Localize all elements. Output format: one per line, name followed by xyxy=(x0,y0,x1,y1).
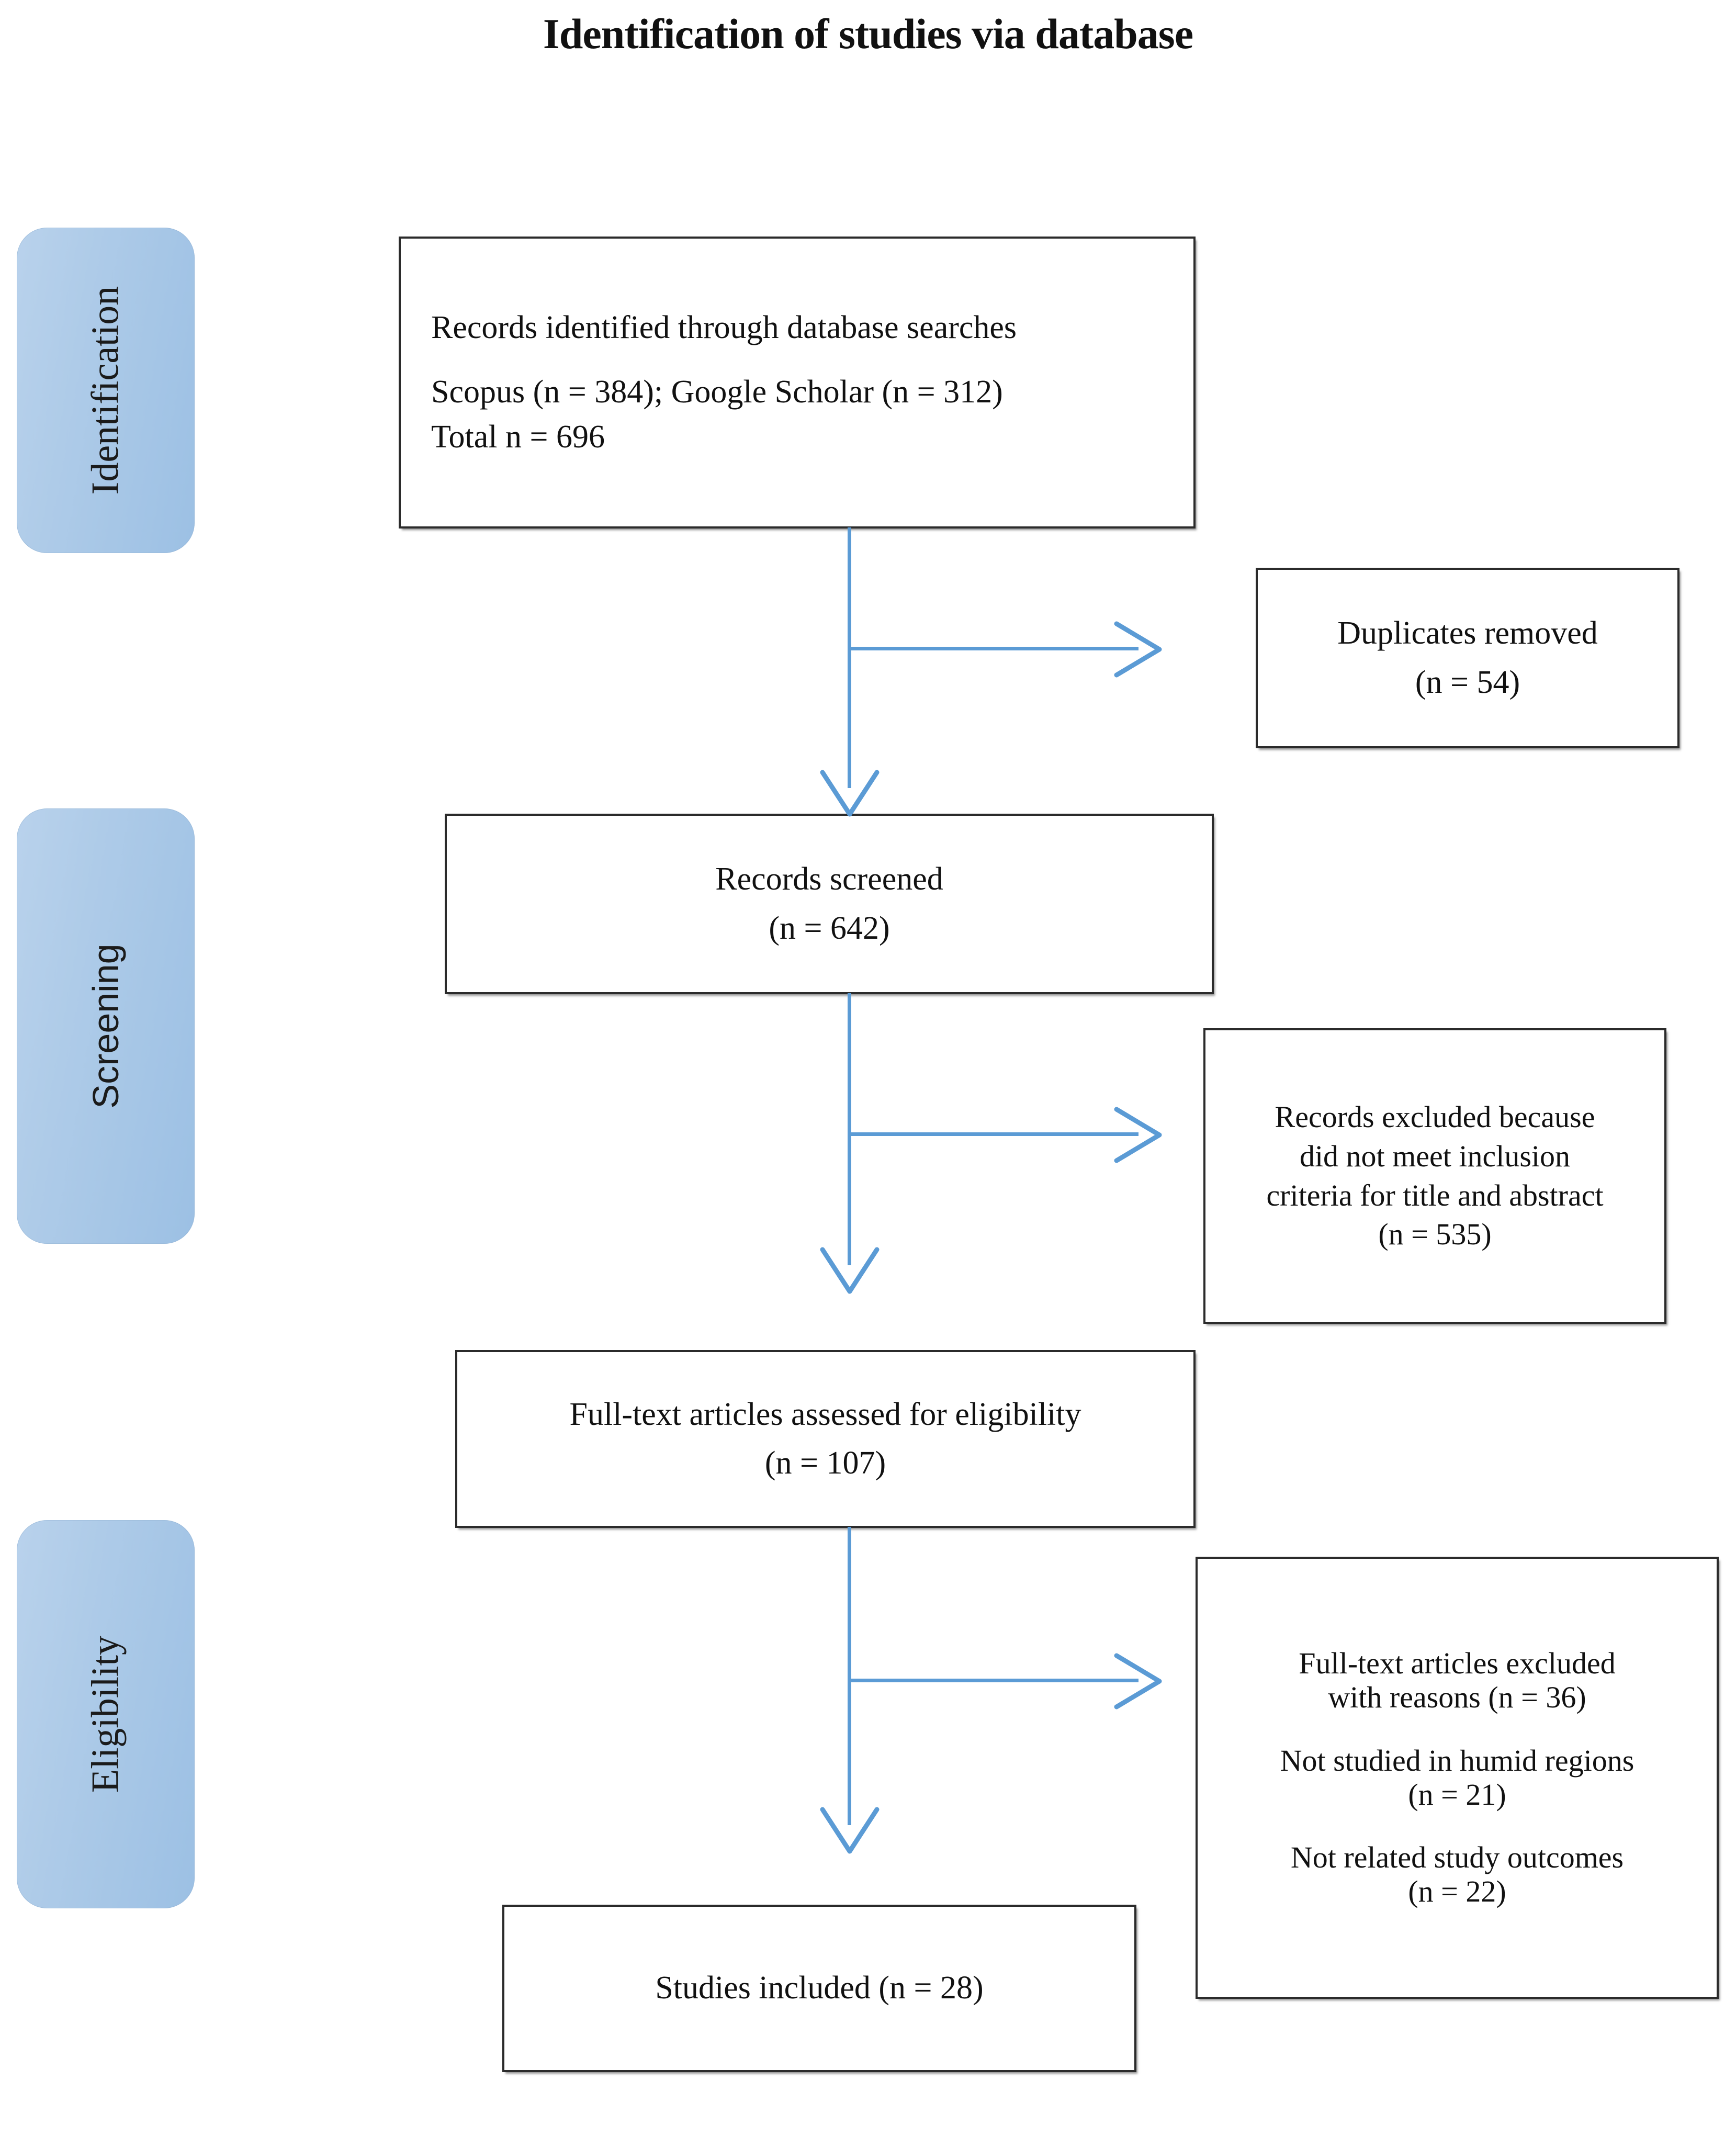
box-records-screened: Records screened (n = 642) xyxy=(445,814,1214,994)
connector-fulltext-to-reasons-line xyxy=(848,1679,1138,1682)
arrowhead-down-fulltext-to-included xyxy=(819,1806,880,1857)
fulltext-excluded-line-2: with reasons (n = 36) xyxy=(1328,1680,1586,1714)
records-screened-count: (n = 642) xyxy=(769,910,890,946)
records-screened-label: Records screened xyxy=(715,861,943,897)
stage-label-identification-text: Identification xyxy=(84,286,127,495)
stage-label-identification: Identification xyxy=(17,228,195,553)
box-fulltext-assessed: Full-text articles assessed for eligibil… xyxy=(455,1350,1196,1528)
arrowhead-right-fulltext-to-reasons xyxy=(1113,1652,1165,1710)
arrowhead-down-identified-to-screened xyxy=(819,769,880,819)
fulltext-assessed-label: Full-text articles assessed for eligibil… xyxy=(569,1396,1081,1432)
stage-label-eligibility-text: Eligibility xyxy=(84,1635,127,1793)
page-title: Identification of studies via database xyxy=(543,10,1193,58)
box-duplicates-removed: Duplicates removed (n = 54) xyxy=(1256,568,1679,748)
reason-humid-regions-count: (n = 21) xyxy=(1408,1777,1506,1812)
reason-study-outcomes-count: (n = 22) xyxy=(1408,1874,1506,1909)
records-identified-total: Total n = 696 xyxy=(431,419,605,455)
reason-study-outcomes-label: Not related study outcomes xyxy=(1290,1840,1624,1875)
stage-label-screening-text: Screening xyxy=(85,943,126,1109)
reason-humid-regions-label: Not studied in humid regions xyxy=(1280,1743,1634,1778)
box-records-identified: Records identified through database sear… xyxy=(399,237,1196,528)
stage-label-eligibility: Eligibility xyxy=(17,1520,195,1908)
connector-identified-to-duplicates-line xyxy=(848,647,1138,650)
exclusion-group-study-outcomes: Not related study outcomes (n = 22) xyxy=(1291,1840,1624,1910)
records-identified-heading: Records identified through database sear… xyxy=(431,310,1017,346)
exclusion-group-total: Full-text articles excluded with reasons… xyxy=(1299,1646,1616,1716)
exclusion-group-humid-regions: Not studied in humid regions (n = 21) xyxy=(1280,1743,1634,1813)
connector-screened-to-fulltext-line xyxy=(848,993,851,1265)
fulltext-assessed-count: (n = 107) xyxy=(764,1445,886,1481)
fulltext-excluded-line-1: Full-text articles excluded xyxy=(1299,1646,1616,1680)
arrowhead-down-screened-to-fulltext xyxy=(819,1246,880,1297)
records-excluded-line-1: Records excluded because xyxy=(1275,1099,1595,1134)
duplicates-removed-count: (n = 54) xyxy=(1415,664,1520,700)
stage-label-screening: Screening xyxy=(17,808,195,1244)
connector-identified-to-screened-line xyxy=(848,527,851,788)
arrowhead-right-identified-to-duplicates xyxy=(1113,621,1165,678)
records-identified-sources: Scopus (n = 384); Google Scholar (n = 31… xyxy=(431,374,1003,410)
records-excluded-count: (n = 535) xyxy=(1378,1217,1492,1252)
records-excluded-line-3: criteria for title and abstract xyxy=(1266,1178,1604,1212)
arrowhead-right-screened-to-excluded xyxy=(1113,1106,1165,1164)
box-fulltext-excluded-reasons: Full-text articles excluded with reasons… xyxy=(1196,1557,1719,1999)
box-records-excluded: Records excluded because did not meet in… xyxy=(1203,1028,1666,1324)
records-excluded-line-2: did not meet inclusion xyxy=(1299,1139,1571,1173)
studies-included-label: Studies included (n = 28) xyxy=(655,1970,984,2006)
connector-fulltext-to-included-line xyxy=(848,1527,851,1825)
box-studies-included: Studies included (n = 28) xyxy=(502,1905,1136,2072)
connector-screened-to-excluded-line xyxy=(848,1132,1138,1136)
duplicates-removed-label: Duplicates removed xyxy=(1337,615,1598,651)
